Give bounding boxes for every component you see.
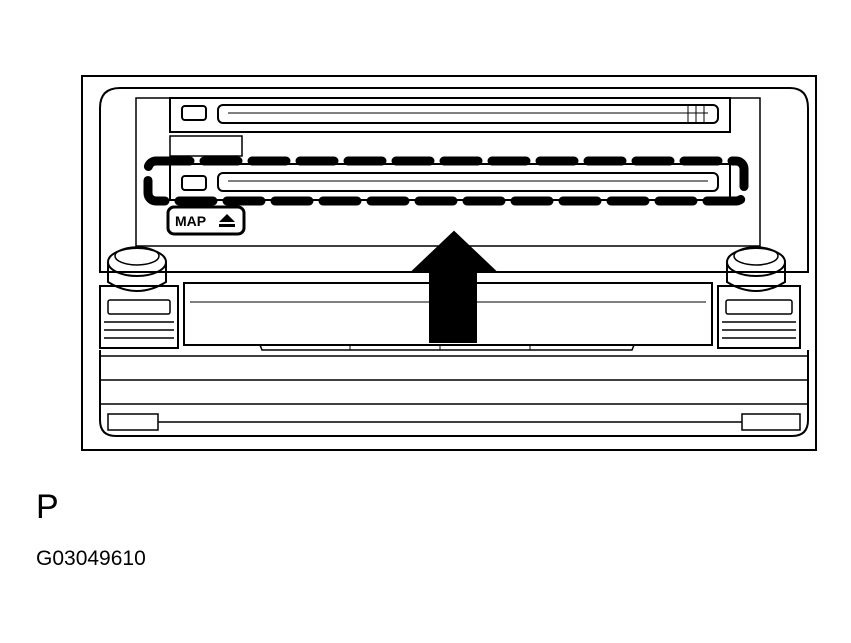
divider-tab: [169, 135, 243, 157]
map-slot-button: [181, 175, 207, 191]
right-knob: [726, 246, 786, 292]
display-rail: [184, 344, 712, 351]
eject-icon: [219, 214, 235, 222]
diagram-frame: [81, 75, 817, 451]
upper-slot-button: [181, 105, 207, 121]
view-label: P: [36, 488, 59, 526]
figure-id: G03049610: [36, 547, 146, 570]
map-slot-highlight: [143, 156, 749, 206]
unit-housing: [99, 87, 809, 273]
left-button-stack: [99, 285, 179, 349]
map-eject-button: MAP: [166, 205, 246, 236]
display-window: [183, 282, 713, 346]
left-knob: [107, 246, 167, 292]
map-button-label: MAP: [175, 213, 206, 229]
upper-disc-slot: [169, 97, 731, 133]
lower-bezel: [99, 350, 809, 437]
right-button-stack: [717, 285, 801, 349]
map-disc-slot: [169, 163, 731, 201]
insert-direction-arrow: [411, 230, 497, 343]
